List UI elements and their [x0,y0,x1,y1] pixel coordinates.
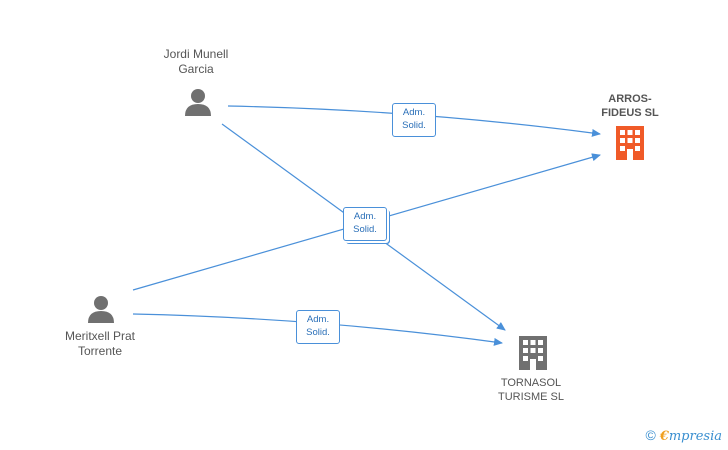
person-name-line2: Torrente [77,344,123,358]
building-icon[interactable] [616,126,644,160]
company-label[interactable]: TORNASOL TURISME SL [481,376,581,404]
person-icon[interactable] [88,296,114,323]
edge-label[interactable]: Adm. Solid. [392,103,436,137]
company-name-line1: ARROS- [608,93,652,105]
edge-label[interactable]: Adm. Solid. [343,207,387,241]
edge-label-line2: Solid. [306,327,330,338]
brand-logo: ©€mpresia [645,427,722,444]
edge-label-line2: Solid. [353,224,377,235]
person-name-line1: Jordi Munell [163,47,229,61]
person-name-line1: Meritxell Prat [64,329,135,343]
building-icon[interactable] [519,336,547,370]
person-name-line2: Garcia [178,62,214,76]
person-icon[interactable] [185,89,211,116]
person-label[interactable]: Jordi Munell Garcia [146,47,246,77]
person-label[interactable]: Meritxell Prat Torrente [50,329,150,359]
edge-label-line1: Adm. [306,314,330,325]
edge-label-line1: Adm. [353,211,377,222]
company-name-line2: TURISME SL [497,391,564,403]
company-label[interactable]: ARROS- FIDEUS SL [580,92,680,120]
edge-label-line1: Adm. [402,107,426,118]
company-name-line1: TORNASOL [500,377,562,389]
company-name-line2: FIDEUS SL [601,107,659,119]
edge-label[interactable]: Adm. Solid. [296,310,340,344]
brand-name: mpresia [668,429,722,444]
edge-label-line2: Solid. [402,120,426,131]
copyright-icon: © [645,427,656,443]
brand-e: € [659,429,669,444]
